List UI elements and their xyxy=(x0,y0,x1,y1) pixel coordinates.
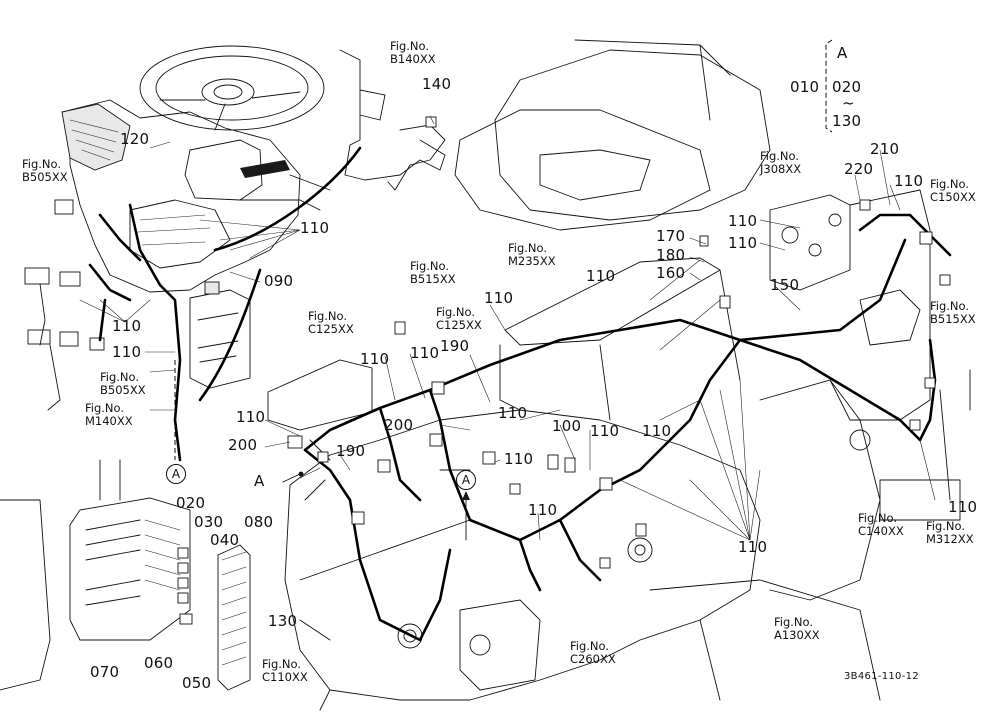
part-number-label: 110 xyxy=(300,219,330,237)
range-legend-mid: 020 xyxy=(832,78,862,96)
fig-ref-a130[interactable]: Fig.No.A130XX xyxy=(774,615,820,642)
fig-ref-m140[interactable]: Fig.No.M140XX xyxy=(85,401,133,428)
left-connectors xyxy=(24,199,105,411)
fig-ref-c140[interactable]: Fig.No.C140XX xyxy=(858,511,904,538)
hydraulic-block-j308 xyxy=(769,189,931,451)
fig-ref-c125-left[interactable]: Fig.No.C125XX xyxy=(308,309,354,336)
leader-lines xyxy=(79,115,936,541)
range-legend-ref: A xyxy=(837,44,848,62)
drawing-code: 3B461-110-12 xyxy=(844,671,919,682)
part-number-label: 190 xyxy=(440,337,470,355)
range-bracket xyxy=(825,39,833,133)
fig-ref-c260[interactable]: Fig.No.C260XX xyxy=(570,639,616,666)
fig-ref-m235[interactable]: Fig.No.M235XX xyxy=(508,241,556,268)
part-number-label: 110 xyxy=(738,538,768,556)
part-number-label: 110 xyxy=(894,172,924,190)
dashboard-column-outline xyxy=(61,99,331,293)
part-number-label: 220 xyxy=(844,160,874,178)
part-number-label: 210 xyxy=(870,140,900,158)
frame-m235 xyxy=(499,257,741,421)
part-number-label: 090 xyxy=(264,272,294,290)
part-number-label: 200 xyxy=(228,436,258,454)
range-legend-end: 130 xyxy=(832,112,862,130)
part-number-label: 160 xyxy=(656,264,686,282)
ref-marker-a-left[interactable]: A xyxy=(166,464,186,484)
part-number-label: 080 xyxy=(244,513,274,531)
part-number-label: 140 xyxy=(422,75,452,93)
bracket-b140 xyxy=(339,49,446,191)
part-number-label: 110 xyxy=(728,234,758,252)
part-number-label: 150 xyxy=(770,276,800,294)
part-number-label: 170 xyxy=(656,227,686,245)
part-number-label: 110 xyxy=(360,350,390,368)
arrow-A xyxy=(174,360,470,541)
part-number-label: 040 xyxy=(210,531,240,549)
seat-outline xyxy=(454,39,771,231)
part-number-label: 060 xyxy=(144,654,174,672)
range-legend-tilde: ~ xyxy=(842,94,855,112)
part-number-label: 110 xyxy=(236,408,266,426)
fig-ref-b140[interactable]: Fig.No.B140XX xyxy=(390,39,436,66)
fuse-box-070 xyxy=(0,459,191,691)
part-number-label: 110 xyxy=(528,501,558,519)
fig-ref-c150[interactable]: Fig.No.C150XX xyxy=(930,177,976,204)
fig-ref-b505-bottom[interactable]: Fig.No.B505XX xyxy=(100,370,146,397)
part-number-label: 130 xyxy=(268,612,298,630)
part-number-label: 110 xyxy=(410,344,440,362)
ref-marker-a-center[interactable]: A xyxy=(456,470,476,490)
fig-ref-b515-right[interactable]: Fig.No.B515XX xyxy=(930,299,976,326)
part-number-label: 110 xyxy=(728,212,758,230)
part-number-label: 070 xyxy=(90,663,120,681)
part-number-label: 020 xyxy=(176,494,206,512)
ref-arrow-label-a: A xyxy=(254,472,265,490)
part-number-label: 110 xyxy=(586,267,616,285)
fig-ref-b505-top[interactable]: Fig.No.B505XX xyxy=(22,157,68,184)
fig-ref-j308[interactable]: Fig.No.J308XX xyxy=(760,149,802,176)
steering-wheel-outline xyxy=(139,45,325,131)
part-number-label: 050 xyxy=(182,674,212,692)
part-number-label: 110 xyxy=(642,422,672,440)
fig-ref-c110[interactable]: Fig.No.C110XX xyxy=(262,657,308,684)
part-number-label: 180 xyxy=(656,246,686,264)
part-number-label: 110 xyxy=(112,343,142,361)
fuse-cover-080 xyxy=(217,544,251,691)
range-legend-start: 010 xyxy=(790,78,820,96)
part-number-label: 200 xyxy=(384,416,414,434)
transmission-case xyxy=(284,369,971,711)
fig-ref-c125-right[interactable]: Fig.No.C125XX xyxy=(436,305,482,332)
fig-ref-b515-center[interactable]: Fig.No.B515XX xyxy=(410,259,456,286)
part-number-label: 110 xyxy=(948,498,978,516)
part-number-label: 120 xyxy=(120,130,150,148)
harness-connectors xyxy=(287,199,951,569)
part-number-label: 110 xyxy=(590,422,620,440)
part-number-label: 110 xyxy=(112,317,142,335)
relay-box-090 xyxy=(189,281,251,389)
fuses-020-060 xyxy=(177,547,193,625)
part-number-label: 110 xyxy=(484,289,514,307)
part-number-label: 110 xyxy=(504,450,534,468)
fig-ref-m312[interactable]: Fig.No.M312XX xyxy=(926,519,974,546)
part-number-label: 030 xyxy=(194,513,224,531)
part-number-label: 190 xyxy=(336,442,366,460)
part-number-label: 100 xyxy=(552,417,582,435)
part-number-label: 110 xyxy=(498,404,528,422)
